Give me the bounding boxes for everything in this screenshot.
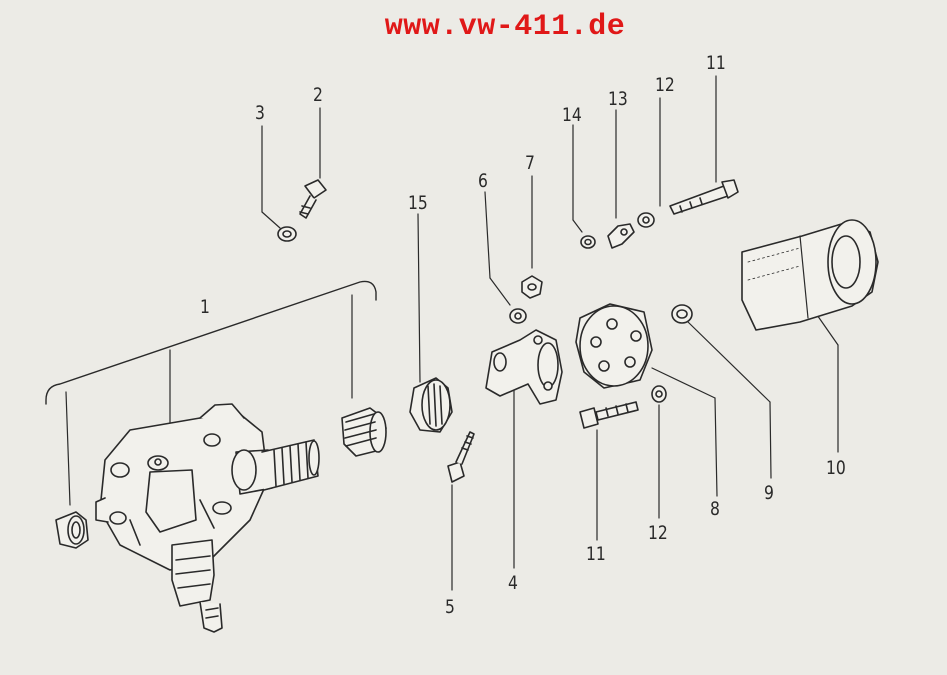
washer-14: [580, 235, 596, 249]
steering-gear-housing: [95, 403, 320, 633]
callout-15: 15: [408, 192, 428, 214]
bolt-5: [447, 431, 475, 483]
nut-7: [521, 275, 543, 299]
callout-9: 9: [764, 482, 774, 504]
callout-6: 6: [478, 170, 488, 192]
callout-14: 14: [562, 104, 582, 126]
callout-13: 13: [608, 88, 628, 110]
callout-3: 3: [255, 102, 265, 124]
callout-1: 1: [200, 296, 210, 318]
callout-11-top: 11: [706, 52, 726, 74]
assembly-bracket: [45, 280, 377, 405]
leader-lines: [169, 75, 839, 591]
callout-8: 8: [710, 498, 720, 520]
callout-12-bottom: 12: [648, 522, 668, 544]
callout-12-top: 12: [655, 74, 675, 96]
plate-13: [607, 223, 635, 249]
washer-12-top: [637, 212, 655, 228]
callout-7: 7: [525, 152, 535, 174]
washer-3: [277, 226, 297, 242]
bearing-ring-15: [409, 377, 453, 433]
site-url[interactable]: www.vw-411.de: [384, 10, 626, 44]
bolt-11-bottom: [579, 401, 639, 429]
callout-10: 10: [826, 457, 846, 479]
callout-11-bottom: 11: [586, 543, 606, 565]
bolt-2: [299, 179, 327, 219]
bolt-11-top: [669, 179, 739, 215]
bellows: [341, 407, 387, 457]
seal-ring-left: [55, 511, 89, 549]
callout-2: 2: [313, 84, 323, 106]
callout-5: 5: [445, 596, 455, 618]
flange-4: [485, 329, 563, 405]
washer-12-bottom: [651, 385, 667, 403]
bushing-9: [671, 304, 693, 324]
washer-6: [509, 308, 527, 324]
cover-10: [741, 219, 879, 331]
coupling-disc-8: [575, 303, 653, 389]
callout-4: 4: [508, 572, 518, 594]
